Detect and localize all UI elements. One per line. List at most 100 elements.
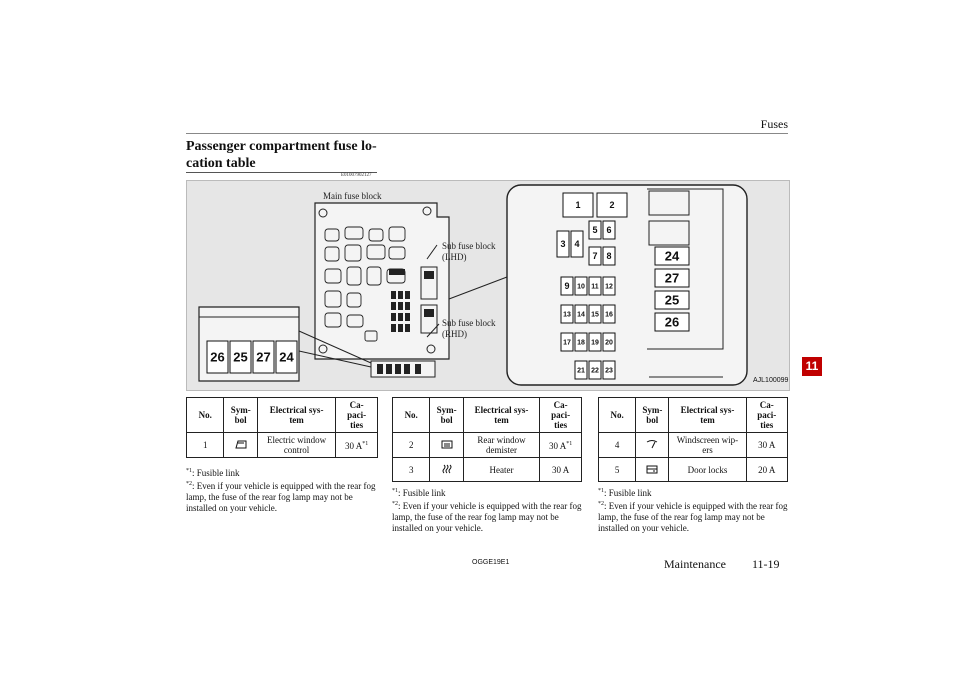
right-fuse-24-box bbox=[654, 246, 690, 266]
note-fog-lamp: *2: Even if your vehicle is equipped wit… bbox=[392, 501, 582, 533]
fuse-slot-14-label: 14 bbox=[577, 312, 585, 319]
fuse-slot-19-label: 19 bbox=[591, 340, 599, 347]
notes-col-1: *1: Fusible link *2: Even if your vehicl… bbox=[186, 466, 376, 514]
fuse-slot-7-label: 7 bbox=[592, 251, 597, 261]
fuse-slot-10-label: 10 bbox=[577, 284, 585, 291]
title-rule bbox=[186, 172, 377, 173]
fuse-slot-12-box bbox=[602, 276, 616, 296]
fuse-slot-21-label: 21 bbox=[577, 368, 585, 375]
note-fusible-link: *1: Fusible link bbox=[598, 488, 652, 498]
fuse-slot-17-label: 17 bbox=[563, 340, 571, 347]
col-system: Electrical sys- tem bbox=[668, 397, 747, 433]
fuse-slot-1-box bbox=[562, 192, 594, 218]
col-capacity: Ca- paci- ties bbox=[335, 397, 378, 433]
note-fusible-link: *1: Fusible link bbox=[392, 488, 446, 498]
row-number: 1 bbox=[185, 432, 225, 458]
fuse-slot-12-label: 12 bbox=[605, 284, 613, 291]
fuse-slot-8-label: 8 bbox=[606, 251, 611, 261]
page-title: Passenger compartment fuse lo- cation ta… bbox=[186, 139, 377, 171]
sub-fuse-block-rhd-label: Sub fuse block (RHD) bbox=[442, 318, 496, 339]
row-number: 3 bbox=[391, 457, 431, 482]
page-number: 11-19 bbox=[752, 557, 780, 571]
fuse-slot-9-box bbox=[560, 276, 574, 296]
fuse-slot-15-box bbox=[588, 304, 602, 324]
row-number: 4 bbox=[597, 432, 637, 458]
fuse-slot-14-box bbox=[574, 304, 588, 324]
right-fuse-26-label: 26 bbox=[665, 315, 679, 330]
fuse-slot-6-label: 6 bbox=[606, 225, 611, 235]
note-fog-lamp: *2: Even if your vehicle is equipped wit… bbox=[598, 501, 788, 533]
chapter-tab: 11 bbox=[802, 357, 822, 376]
col-capacity: Ca- paci- ties bbox=[745, 397, 788, 433]
fuse-slot-22-label: 22 bbox=[591, 368, 599, 375]
footer-section: Maintenance bbox=[664, 557, 726, 571]
left-fuse-25-label: 25 bbox=[233, 350, 247, 365]
header-rule bbox=[186, 133, 788, 134]
col-no: No. bbox=[391, 397, 431, 433]
fuse-slot-10-box bbox=[574, 276, 588, 296]
fuse-slot-5-box bbox=[588, 220, 602, 240]
col-capacity: Ca- paci- ties bbox=[539, 397, 582, 433]
left-fuse-27-label: 27 bbox=[256, 350, 270, 365]
left-fuse-24-label: 24 bbox=[279, 350, 294, 365]
col-no: No. bbox=[597, 397, 637, 433]
row-system: Windscreen wip- ers bbox=[668, 432, 747, 458]
note-fog-lamp: *2: Even if your vehicle is equipped wit… bbox=[186, 481, 376, 513]
row-capacity: 20 A bbox=[745, 457, 788, 482]
row-capacity: 30 A*1 bbox=[539, 432, 582, 458]
fuse-slot-20-label: 20 bbox=[605, 340, 613, 347]
fuse-slot-18-box bbox=[574, 332, 588, 352]
right-fuse-24-label: 24 bbox=[665, 249, 680, 264]
figure-code: AJL100099 bbox=[753, 377, 789, 384]
window-icon bbox=[223, 432, 258, 458]
col-system: Electrical sys- tem bbox=[462, 397, 541, 433]
fuse-slot-13-label: 13 bbox=[563, 312, 571, 319]
fuse-slot-3-label: 3 bbox=[560, 239, 565, 249]
row-capacity: 30 A bbox=[745, 432, 788, 458]
fuse-slot-11-label: 11 bbox=[591, 284, 599, 291]
running-header: Fuses bbox=[760, 117, 788, 131]
fuse-slot-4-label: 4 bbox=[574, 239, 579, 249]
fuse-slot-2-label: 2 bbox=[609, 200, 614, 210]
row-system: Heater bbox=[462, 457, 541, 482]
fuse-slot-22-box bbox=[588, 360, 602, 380]
row-system: Electric window control bbox=[256, 432, 337, 458]
fuse-slot-9-label: 9 bbox=[564, 281, 569, 291]
footer-code: OGGE19E1 bbox=[472, 559, 510, 566]
fuse-slot-18-label: 18 bbox=[577, 340, 585, 347]
row-number: 2 bbox=[391, 432, 431, 458]
row-number: 5 bbox=[597, 457, 637, 482]
door-lock-icon bbox=[635, 457, 670, 482]
fuse-table-1: No. Sym- bol Electrical sys- tem Ca- pac… bbox=[185, 397, 378, 458]
fuse-slot-2-box bbox=[596, 192, 628, 218]
right-fuse-26-box bbox=[654, 312, 690, 332]
fuse-slot-16-label: 16 bbox=[605, 312, 613, 319]
row-capacity: 30 A*1 bbox=[335, 432, 378, 458]
col-symbol: Sym- bol bbox=[429, 397, 464, 433]
fuse-slot-23-box bbox=[602, 360, 616, 380]
col-symbol: Sym- bol bbox=[223, 397, 258, 433]
right-fuse-27-label: 27 bbox=[665, 271, 679, 286]
left-fuse-26-box bbox=[206, 340, 229, 374]
notes-col-2: *1: Fusible link *2: Even if your vehicl… bbox=[392, 486, 582, 534]
left-fuse-26-label: 26 bbox=[210, 350, 224, 365]
sub-fuse-block-lhd-label: Sub fuse block (LHD) bbox=[442, 241, 496, 262]
note-fusible-link: *1: Fusible link bbox=[186, 468, 240, 478]
main-fuse-block-label: Main fuse block bbox=[323, 191, 382, 201]
fuse-slot-6-box bbox=[602, 220, 616, 240]
fuse-slot-16-box bbox=[602, 304, 616, 324]
fuse-slot-4-box bbox=[570, 230, 584, 258]
fuse-slot-13-box bbox=[560, 304, 574, 324]
col-system: Electrical sys- tem bbox=[256, 397, 337, 433]
fuse-slot-11-box bbox=[588, 276, 602, 296]
table-row: 4 Windscreen wip- ers 30 A bbox=[597, 432, 788, 458]
fuse-slot-8-box bbox=[602, 246, 616, 266]
demister-icon bbox=[429, 432, 464, 458]
fuse-slot-5-label: 5 bbox=[592, 225, 597, 235]
left-fuse-27-box bbox=[252, 340, 275, 374]
fuse-slot-7-box bbox=[588, 246, 602, 266]
fuse-slot-15-label: 15 bbox=[591, 312, 599, 319]
col-symbol: Sym- bol bbox=[635, 397, 670, 433]
